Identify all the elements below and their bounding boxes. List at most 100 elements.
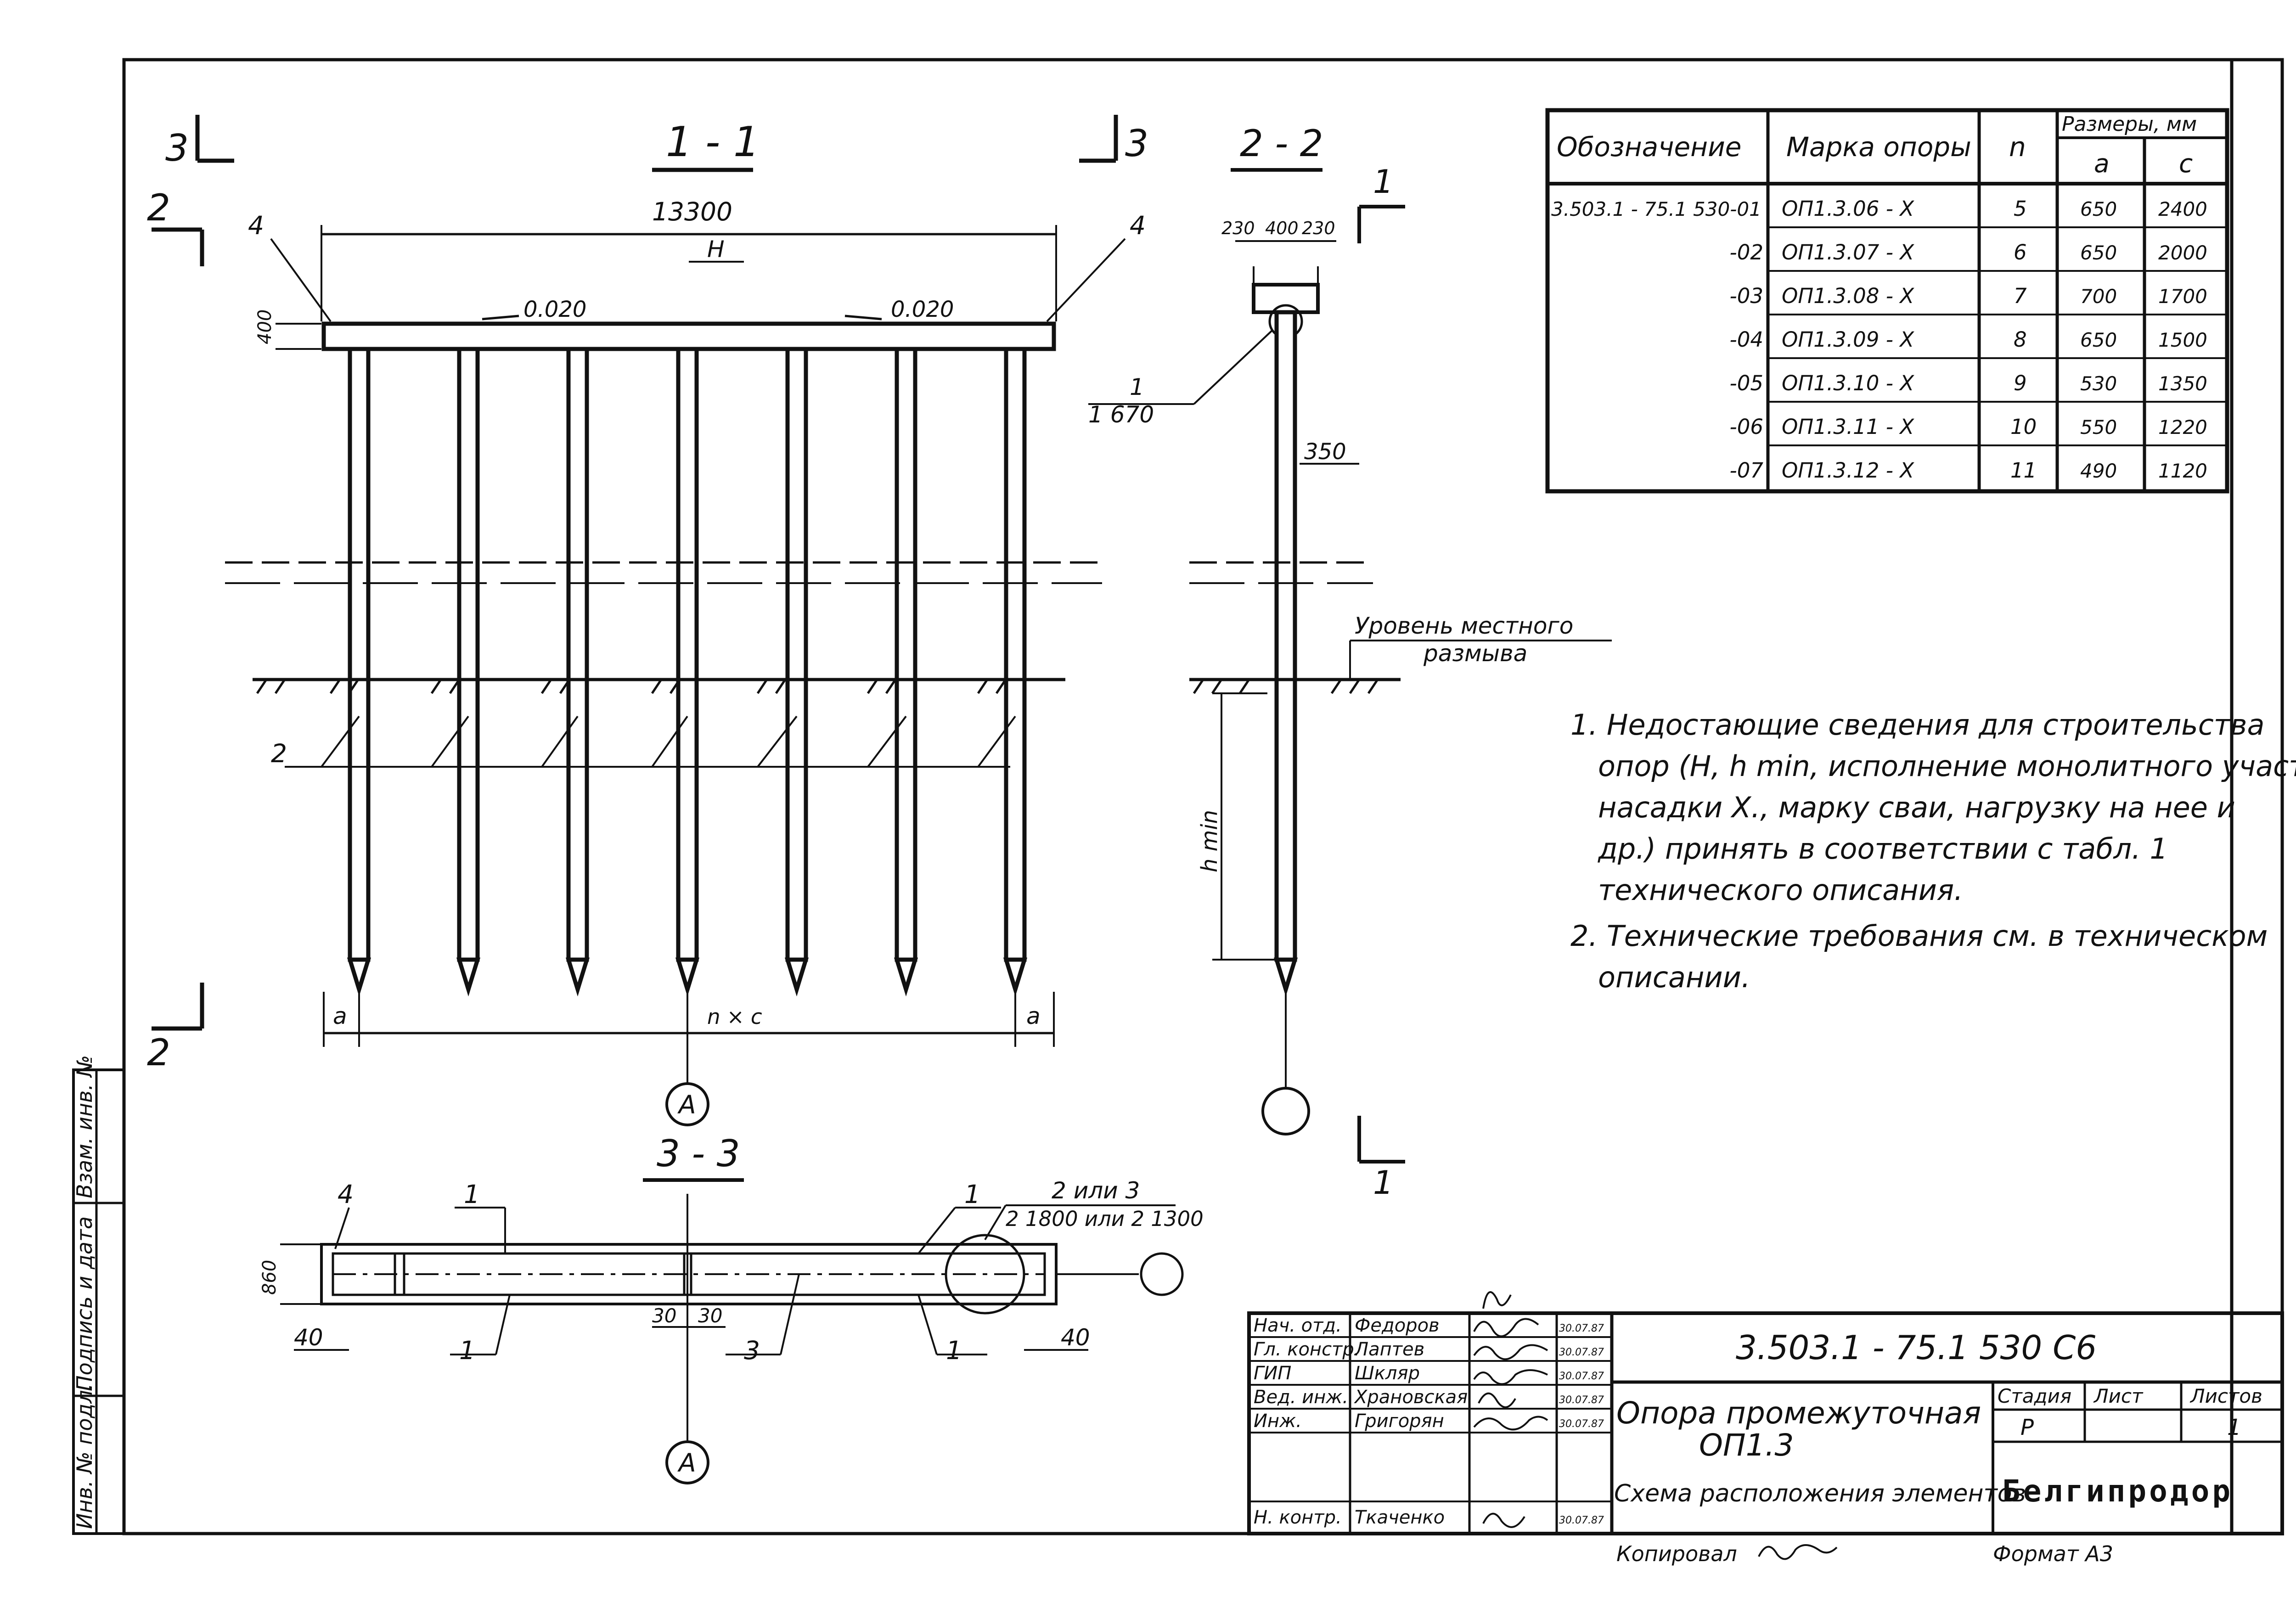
dim-350: 350 [1304, 439, 1346, 465]
table-row: -07 ОП1.3.12 - Х 11 490 1120 [1730, 458, 2207, 483]
row-c: 1700 [2158, 285, 2207, 308]
row-a: 530 [2080, 372, 2117, 395]
notes: 1. Недостающие сведения для строительств… [1570, 708, 2296, 994]
row-c: 1350 [2158, 372, 2207, 395]
sign-date-label: Подпись и дата [72, 1216, 97, 1391]
staff-date: 30.07.87 [1559, 1323, 1604, 1334]
staff-name: Федоров [1355, 1315, 1440, 1336]
cap-cross-section [1252, 283, 1320, 314]
staff-row: Инж. Григорян 30.07.87 [1254, 1411, 1604, 1432]
row-n: 6 [2014, 240, 2027, 264]
row-c: 2400 [2158, 198, 2207, 220]
row-brand: ОП1.3.10 - Х [1782, 371, 1914, 395]
staff-role: ГИП [1254, 1363, 1291, 1384]
erosion-level-line2: размыва [1423, 640, 1527, 667]
dim-860: 860 [259, 1260, 280, 1295]
staff-date: 30.07.87 [1559, 1418, 1604, 1430]
callout-4-left: 4 [248, 211, 264, 240]
section-mark-1-top: 1 [1373, 163, 1394, 201]
label-H: H [707, 236, 725, 263]
copied-label: Копировал [1616, 1541, 1737, 1566]
row-n: 9 [2014, 371, 2027, 395]
pile [675, 347, 700, 997]
callout-1a: 1 [464, 1180, 480, 1209]
staff-name: Григорян [1355, 1411, 1444, 1432]
dim-230-left: 230 [1221, 218, 1255, 238]
table-header-a: a [2094, 149, 2110, 178]
callout-2-or-3: 2 или 3 [1052, 1177, 1140, 1204]
staff-role: Гл. констр. [1254, 1339, 1360, 1360]
row-designation: -02 [1730, 240, 1764, 264]
pile-side [1274, 310, 1297, 962]
staff-role: Вед. инж. [1254, 1387, 1348, 1408]
staff-role: Н. контр. [1254, 1507, 1342, 1528]
inv-no-label: Инв. № подл. [72, 1383, 97, 1529]
row-designation: -06 [1730, 415, 1764, 439]
dim-30-right: 30 [698, 1304, 722, 1327]
copier-signature [1758, 1544, 1838, 1560]
axis-marker-A-plan [665, 1440, 709, 1484]
axis-marker-side [1261, 1087, 1310, 1135]
table-header-brand: Марка опоры [1786, 131, 1971, 163]
title-block: Нач. отд. Федоров 30.07.87 Гл. констр. Л… [1247, 1291, 2284, 1566]
edge-a-right: a [1026, 1003, 1041, 1029]
replace-inv-label: Взам. инв. № [72, 1055, 97, 1198]
table-row: 3.503.1 - 75.1 530-01 ОП1.3.06 - Х 5 650… [1551, 197, 2207, 221]
callout-3: 3 [744, 1336, 760, 1365]
row-a: 550 [2080, 416, 2117, 438]
dim-30-left: 30 [652, 1304, 676, 1327]
object-name-line2: ОП1.3 [1699, 1428, 1794, 1463]
row-a: 490 [2080, 460, 2117, 482]
detail-circle [945, 1234, 1025, 1315]
axis-label-A: A [677, 1090, 696, 1119]
table-header-n: n [2009, 131, 2026, 163]
dim-40-right: 40 [1061, 1324, 1090, 1351]
erosion-level-line1: Уровень местного [1355, 613, 1573, 639]
row-brand: ОП1.3.09 - Х [1782, 327, 1914, 352]
section-mark-3-left: 3 [165, 127, 189, 169]
row-brand: ОП1.3.08 - Х [1782, 284, 1914, 308]
staff-name: Шкляр [1355, 1363, 1420, 1384]
row-c: 1120 [2158, 460, 2207, 482]
table-row: -02 ОП1.3.07 - Х 6 650 2000 [1730, 240, 2207, 264]
row-brand: ОП1.3.11 - Х [1782, 415, 1914, 439]
organization: Белгипродор [2002, 1473, 2233, 1509]
table-row: -03 ОП1.3.08 - Х 7 700 1700 [1730, 284, 2207, 308]
left-stamp: Взам. инв. № Подпись и дата Инв. № подл. [72, 1055, 125, 1535]
staff-date: 30.07.87 [1559, 1371, 1604, 1382]
row-a: 650 [2080, 198, 2117, 220]
staff-row: Гл. констр. Лаптев 30.07.87 [1254, 1339, 1604, 1360]
table-row: -06 ОП1.3.11 - Х 10 550 1220 [1730, 415, 2207, 439]
row-designation: -07 [1730, 458, 1764, 483]
dim-400: 400 [1265, 218, 1299, 238]
cap-height-400: 400 [254, 309, 276, 344]
callout-1d: 1 [946, 1336, 962, 1365]
section-3-3: 3 - 3 4 1 1 2 или 3 2 1800 или 2 1300 86… [259, 1132, 1204, 1484]
signatures [1473, 1291, 1548, 1528]
staff-row: Вед. инж. Храновская 30.07.87 [1254, 1387, 1604, 1408]
object-name-line1: Опора промежуточная [1616, 1395, 1981, 1431]
row-a: 650 [2080, 329, 2117, 351]
staff-date: 30.07.87 [1559, 1347, 1604, 1358]
row-a: 650 [2080, 242, 2117, 264]
section-mark-2-top: 2 [147, 186, 170, 229]
pile [1003, 347, 1028, 997]
callout-4-right: 4 [1130, 211, 1146, 240]
staff-row: Н. контр. Ткаченко 30.07.87 [1254, 1507, 1604, 1528]
cap-beam [321, 321, 1056, 351]
row-brand: ОП1.3.06 - Х [1782, 197, 1914, 221]
note-line: технического описания. [1598, 873, 1963, 907]
note-line: 2. Технические требования см. в техничес… [1570, 919, 2268, 953]
format-label: Формат А3 [1993, 1541, 2113, 1566]
table-header-c: c [2179, 149, 2193, 178]
pile [894, 347, 918, 997]
sheets-value: 1 [2227, 1415, 2241, 1440]
section-2-2-title: 2 - 2 [1240, 122, 1323, 165]
axis-marker-A [665, 1082, 709, 1126]
row-designation: 3.503.1 - 75.1 530-01 [1551, 198, 1761, 220]
staff-row: ГИП Шкляр 30.07.87 [1254, 1363, 1604, 1384]
stage-label: Стадия [1998, 1385, 2071, 1407]
sheet-frame [122, 58, 2284, 1535]
sheet-title: Схема расположения элементов [1614, 1480, 2026, 1507]
row-brand: ОП1.3.07 - Х [1782, 240, 1914, 264]
